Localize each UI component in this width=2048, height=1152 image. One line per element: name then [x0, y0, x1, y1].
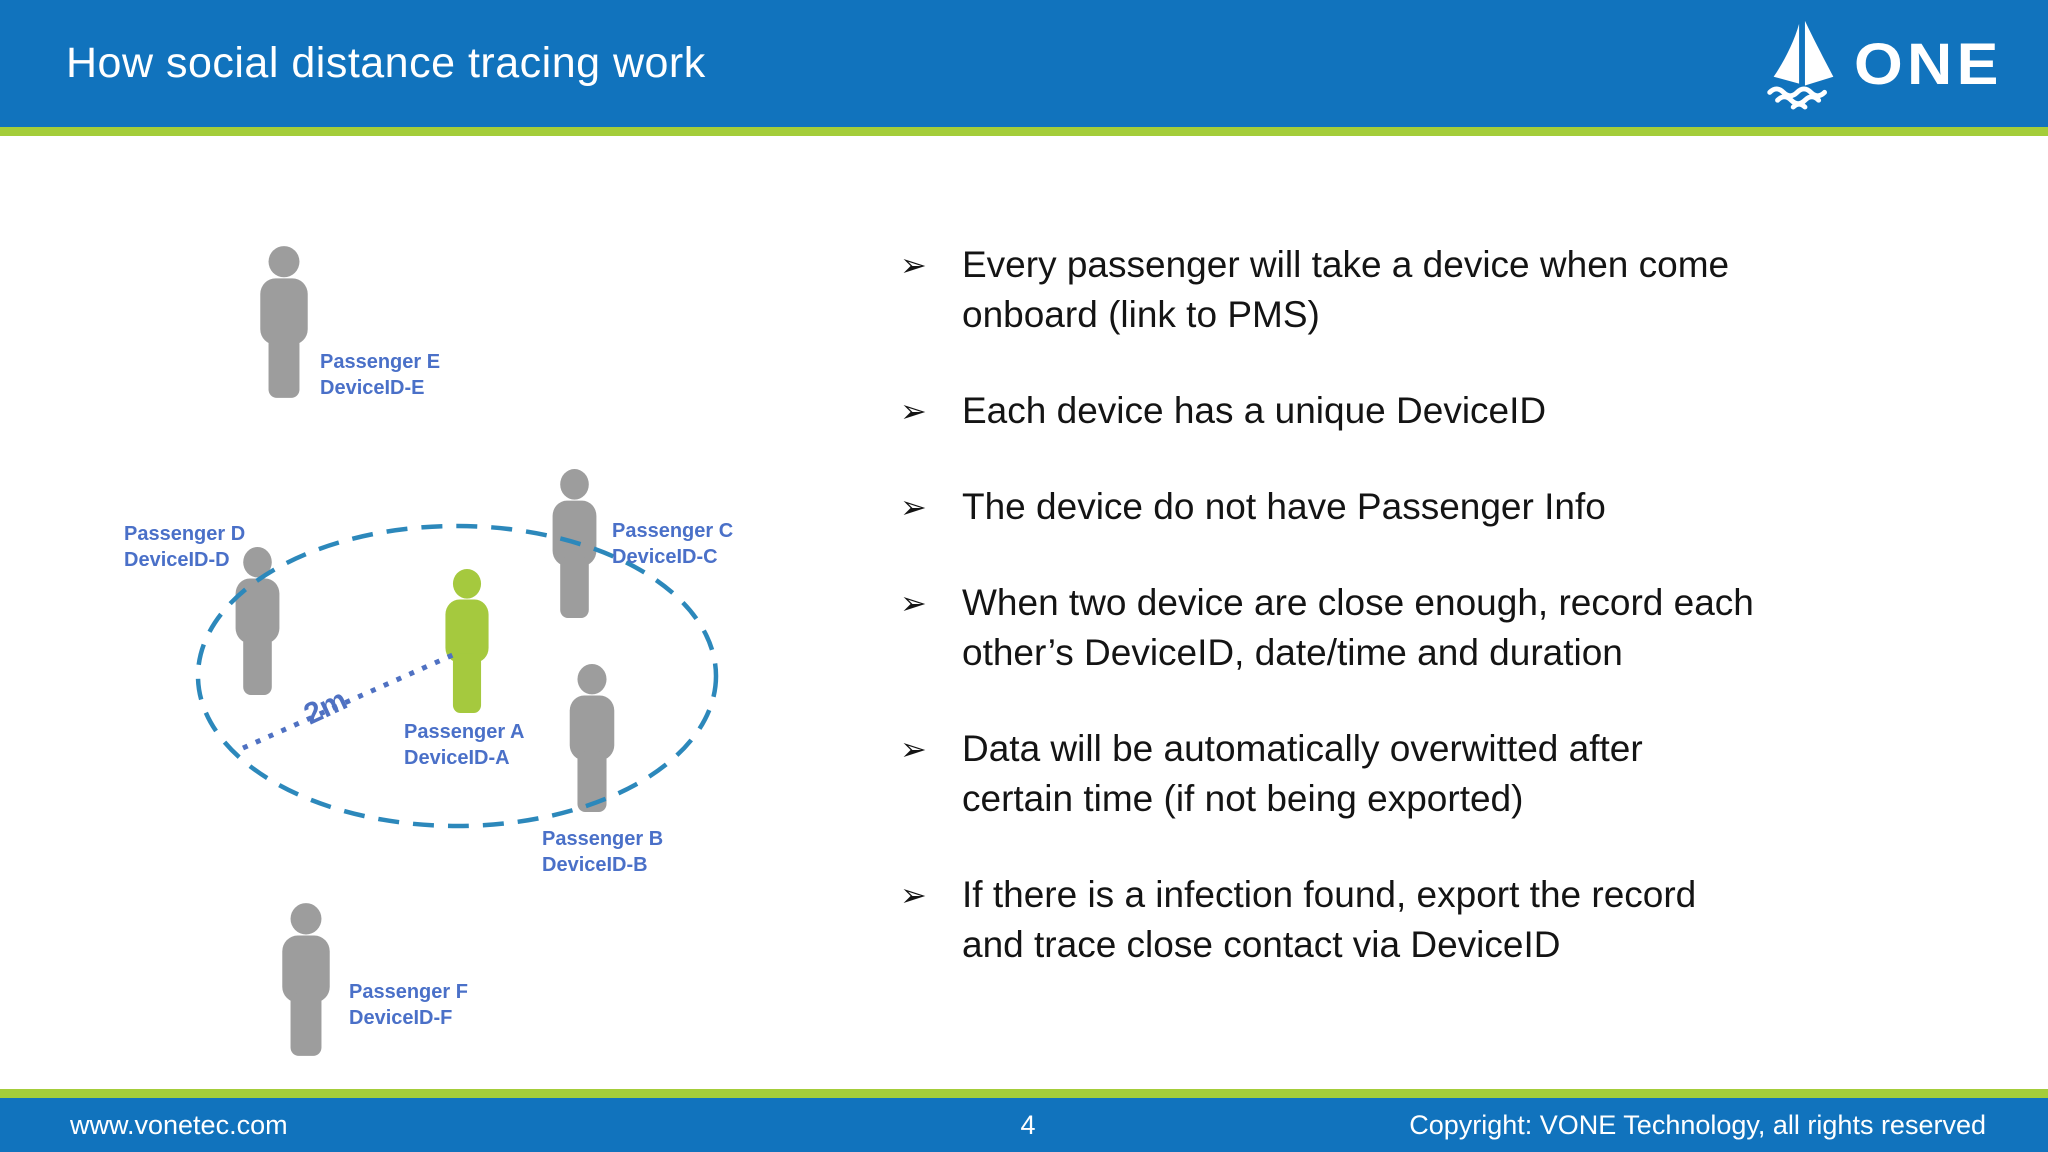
proximity-diagram-overlay: 2m: [195, 523, 719, 829]
bullet-arrow-icon: ➢: [900, 876, 927, 914]
passenger-name: Passenger D: [124, 523, 246, 545]
device-id: DeviceID-D: [124, 549, 230, 571]
passenger-label-d: Passenger D DeviceID-D: [124, 521, 245, 573]
bullet-text-line: certain time (if not being exported): [962, 778, 1524, 819]
footer-bar: www.vonetec.com 4 Copyright: VONE Techno…: [0, 1098, 2048, 1152]
proximity-ellipse: [195, 523, 719, 829]
device-id: DeviceID-B: [542, 854, 648, 876]
footer-accent-line: [0, 1089, 2048, 1098]
device-id: DeviceID-C: [612, 546, 718, 568]
device-id: DeviceID-F: [349, 1007, 453, 1029]
passenger-name: Passenger A: [404, 721, 525, 743]
person-icon-passenger-d: [227, 545, 288, 697]
logo-text: ONE: [1854, 31, 2004, 97]
person-icon-passenger-e: [251, 244, 317, 400]
passenger-label-e: Passenger E DeviceID-E: [320, 349, 440, 401]
header-bar: How social distance tracing work: [0, 0, 2048, 127]
device-id: DeviceID-E: [320, 377, 425, 399]
footer-website: www.vonetec.com: [70, 1109, 288, 1140]
person-icon-passenger-b: [561, 662, 623, 814]
bullet-text-line: onboard (link to PMS): [962, 294, 1320, 335]
footer-page-number: 4: [1020, 1109, 1036, 1140]
bullet-item: ➢ When two device are close enough, reco…: [900, 578, 2030, 678]
bullet-item: ➢ If there is a infection found, export …: [900, 870, 2030, 970]
passenger-name: Passenger C: [612, 520, 734, 542]
page-title: How social distance tracing work: [66, 39, 706, 87]
distance-label: 2m: [299, 683, 352, 731]
bullet-item: ➢ The device do not have Passenger Info: [900, 482, 2030, 532]
distance-line: [241, 651, 457, 751]
bullet-arrow-icon: ➢: [900, 584, 927, 622]
person-icon-passenger-c: [544, 467, 605, 620]
bullet-text-line: If there is a infection found, export th…: [962, 874, 1697, 915]
boat-icon: [1767, 20, 1834, 110]
bullet-text-line: Every passenger will take a device when …: [962, 244, 1730, 285]
bullet-item: ➢ Every passenger will take a device whe…: [900, 240, 2030, 340]
passenger-name: Passenger B: [542, 828, 664, 850]
bullet-arrow-icon: ➢: [900, 246, 927, 284]
passenger-label-b: Passenger B DeviceID-B: [542, 826, 663, 878]
bullet-arrow-icon: ➢: [900, 730, 927, 768]
bullet-arrow-icon: ➢: [900, 488, 927, 526]
bullet-item: ➢ Data will be automatically overwitted …: [900, 724, 2030, 824]
device-id: DeviceID-A: [404, 747, 510, 769]
bullet-text-line: Data will be automatically overwitted af…: [962, 728, 1643, 769]
passenger-name: Passenger F: [349, 981, 468, 1003]
footer-copyright: Copyright: VONE Technology, all rights r…: [1409, 1109, 1986, 1140]
bullet-text-line: and trace close contact via DeviceID: [962, 924, 1561, 965]
bullet-list: ➢ Every passenger will take a device whe…: [900, 240, 2030, 1016]
bullet-text-line: Each device has a unique DeviceID: [962, 390, 1547, 431]
passenger-label-f: Passenger F DeviceID-F: [349, 979, 468, 1031]
header-accent-line: [0, 127, 2048, 136]
bullet-arrow-icon: ➢: [900, 392, 927, 430]
bullet-text-line: When two device are close enough, record…: [962, 582, 1754, 623]
one-logo: ONE: [1760, 18, 1999, 110]
bullet-text-line: other’s DeviceID, date/time and duration: [962, 632, 1623, 673]
person-icon-passenger-f: [273, 901, 339, 1058]
bullet-text-line: The device do not have Passenger Info: [962, 486, 1606, 527]
passenger-name: Passenger E: [320, 351, 441, 373]
passenger-label-c: Passenger C DeviceID-C: [612, 518, 733, 570]
passenger-label-a: Passenger A DeviceID-A: [404, 719, 524, 771]
person-icon-passenger-a: [437, 567, 497, 715]
bullet-item: ➢ Each device has a unique DeviceID: [900, 386, 2030, 436]
